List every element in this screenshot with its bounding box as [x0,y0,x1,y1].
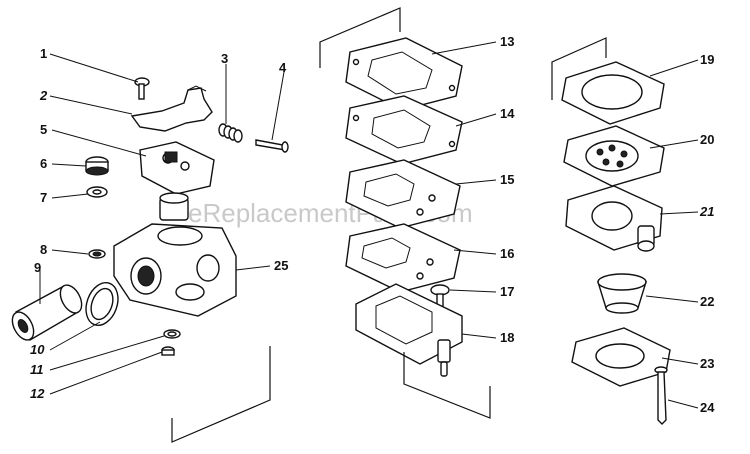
label-part-22: 22 [700,294,714,309]
label-part-7: 7 [40,190,47,205]
part-19-gasket [561,61,665,125]
left-leader-lines [39,53,285,395]
label-part-4: 4 [279,60,287,75]
part-8-o-ring [88,249,106,259]
label-part-3: 3 [221,51,228,66]
label-part-9: 9 [34,260,41,275]
part-1-screw [134,77,150,100]
part-3-spring [218,123,243,143]
part-18-pump-cover [355,283,463,377]
label-part-24: 24 [700,400,715,415]
part-9-filter-tube [11,284,83,341]
part-17-screw [430,284,450,311]
label-part-25: 25 [274,258,288,273]
label-part-1: 1 [40,46,47,61]
part-20-diaphragm [563,125,665,187]
label-part-16: 16 [500,246,514,261]
middle-leader-lines [431,41,497,339]
part-10-ring [85,281,119,327]
label-part-20: 20 [700,132,714,147]
part-13-gasket [345,37,463,111]
label-part-6: 6 [40,156,47,171]
label-part-15: 15 [500,172,514,187]
part-2-lever [130,85,213,132]
part-16-diaphragm [345,223,461,293]
left-group-bracket [171,346,271,443]
label-part-10: 10 [30,342,45,357]
throttle-shaft [159,192,189,221]
label-part-21: 21 [699,204,714,219]
middle-group-bracket-bottom [403,352,491,419]
label-part-19: 19 [700,52,714,67]
part-25-carburetor-body [113,223,237,317]
label-part-23: 23 [700,356,714,371]
part-14-diaphragm [345,95,463,165]
part-21-cover [565,185,663,252]
right-leader-lines [645,59,699,409]
part-6-plug [85,156,109,176]
part-7-washer [86,186,108,198]
label-part-2: 2 [39,88,48,103]
label-part-8: 8 [40,242,47,257]
part-12-plug [161,346,175,356]
label-part-17: 17 [500,284,514,299]
label-part-11: 11 [30,362,44,377]
middle-group-bracket-top [319,7,401,68]
part-23-plate [571,327,671,387]
label-part-13: 13 [500,34,514,49]
part-11-o-ring [163,329,181,339]
label-part-12: 12 [30,386,45,401]
label-part-14: 14 [500,106,515,121]
part-22-cup [597,273,647,314]
part-number-labels: 1 2 3 4 5 6 7 8 9 10 11 12 25 13 14 15 1… [30,34,715,415]
right-group-bracket [551,37,607,100]
part-15-gasket [345,159,461,229]
label-part-5: 5 [40,122,47,137]
part-24-screw [654,366,668,425]
part-5-metering-plate [139,141,215,195]
label-part-18: 18 [500,330,514,345]
part-4-needle-screw [255,139,289,153]
